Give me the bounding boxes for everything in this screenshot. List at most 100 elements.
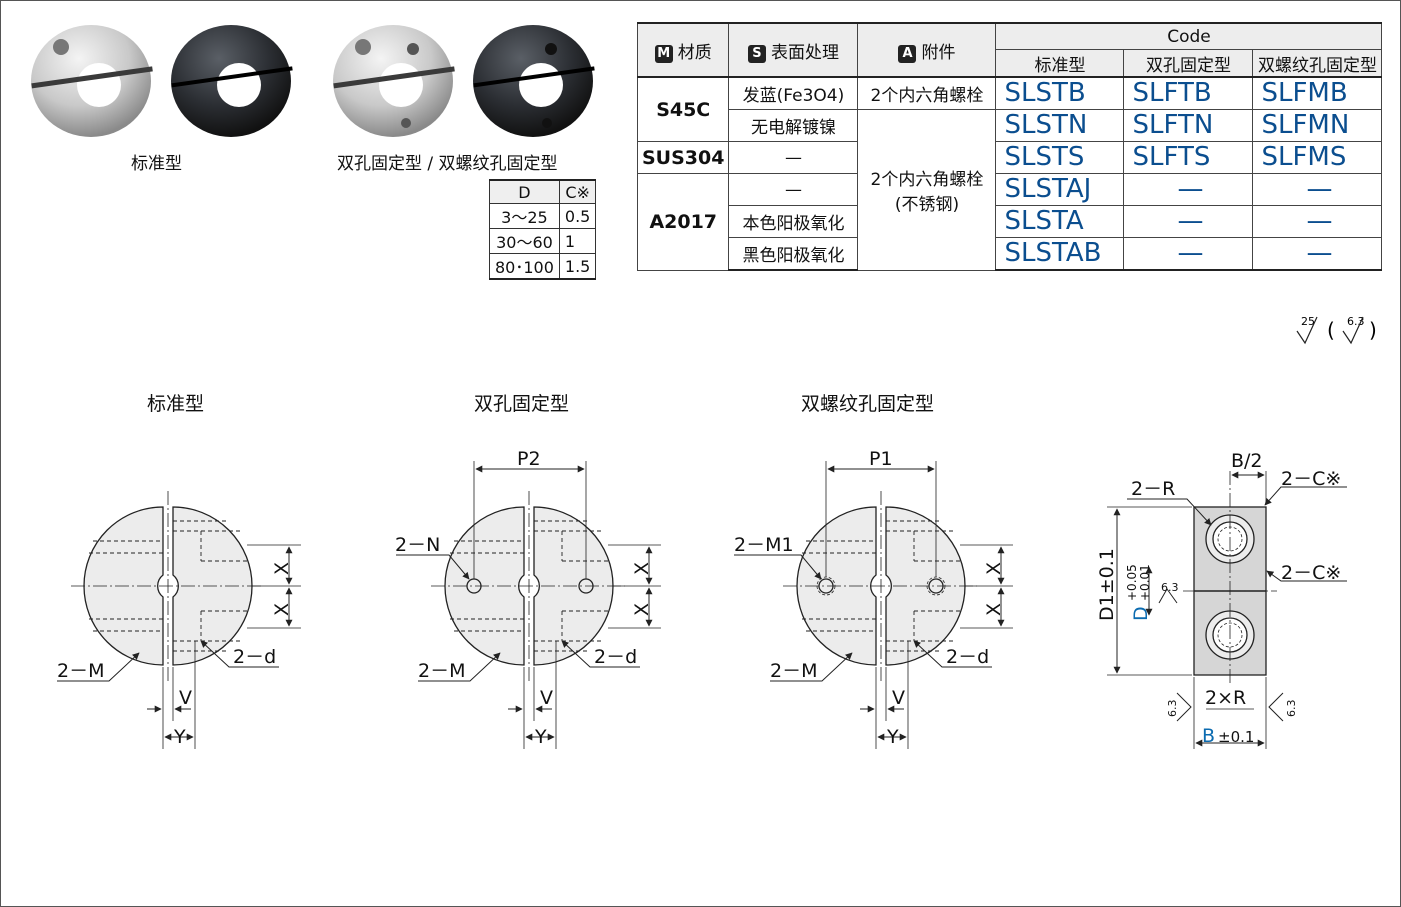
svg-text:X: X bbox=[271, 562, 293, 575]
caption-standard: 标准型 bbox=[131, 154, 182, 174]
chamfer-header-c: C※ bbox=[558, 179, 597, 204]
svg-text:2－d: 2－d bbox=[946, 646, 989, 668]
material-sus304: SUS304 bbox=[636, 141, 730, 174]
code-cell[interactable]: SLSTAJ bbox=[995, 173, 1125, 206]
header-code: Code bbox=[995, 22, 1383, 50]
svg-text:V: V bbox=[540, 687, 553, 709]
svg-text:D1±0.1: D1±0.1 bbox=[1096, 548, 1118, 621]
code-cell[interactable]: SLSTS bbox=[995, 141, 1125, 174]
svg-text:6.3: 6.3 bbox=[1285, 700, 1298, 718]
svg-text:2－d: 2－d bbox=[233, 646, 276, 668]
svg-text:2－R: 2－R bbox=[1131, 478, 1175, 500]
surface-badge-icon: S bbox=[747, 44, 766, 63]
black-collar-photo bbox=[171, 25, 293, 137]
product-photos bbox=[31, 25, 595, 137]
black-collar-holes-photo bbox=[473, 25, 595, 137]
drawing-two-hole bbox=[396, 461, 661, 749]
code-cell: — bbox=[1252, 173, 1383, 206]
roughness-symbol-icon: 25 ( 6.3 ) bbox=[1296, 315, 1377, 345]
surface-cell: 本色阳极氧化 bbox=[728, 205, 859, 238]
code-cell[interactable]: SLFTS bbox=[1123, 141, 1254, 174]
svg-text:2－M: 2－M bbox=[418, 660, 465, 682]
svg-text:P2: P2 bbox=[517, 448, 541, 470]
surface-cell: — bbox=[728, 141, 859, 174]
svg-text:2－d: 2－d bbox=[594, 646, 637, 668]
svg-text:2－N: 2－N bbox=[395, 534, 440, 556]
drawing-side-view bbox=[1107, 471, 1347, 749]
chamfer-header-d: D bbox=[489, 179, 560, 204]
drawing-title-two-thread: 双螺纹孔固定型 bbox=[801, 393, 935, 415]
svg-text:(: ( bbox=[1327, 318, 1335, 342]
chamfer-d: 80･100 bbox=[489, 253, 560, 280]
chamfer-table: D C※ 3～25 0.5 30～60 1 80･100 1.5 bbox=[489, 179, 597, 280]
code-cell[interactable]: SLSTA bbox=[995, 205, 1125, 238]
svg-text:X: X bbox=[983, 603, 1005, 616]
code-cell: — bbox=[1123, 237, 1254, 271]
accessory-badge-icon: A bbox=[898, 44, 917, 63]
svg-text:6.3: 6.3 bbox=[1166, 700, 1179, 718]
code-cell[interactable]: SLFTB bbox=[1123, 76, 1254, 110]
material-s45c: S45C bbox=[636, 76, 730, 142]
code-cell[interactable]: SLSTN bbox=[995, 109, 1125, 142]
svg-text:6.3: 6.3 bbox=[1161, 581, 1179, 594]
silver-collar-photo bbox=[31, 25, 153, 137]
chamfer-c: 1.5 bbox=[558, 253, 597, 280]
svg-text:X: X bbox=[271, 603, 293, 616]
code-cell[interactable]: SLFTN bbox=[1123, 109, 1254, 142]
svg-text:X: X bbox=[631, 603, 653, 616]
surface-cell: — bbox=[728, 173, 859, 206]
chamfer-c: 0.5 bbox=[558, 203, 597, 229]
svg-text:2－M1: 2－M1 bbox=[734, 534, 794, 556]
surface-cell: 无电解镀镍 bbox=[728, 109, 859, 142]
header-code-standard: 标准型 bbox=[995, 49, 1125, 78]
code-cell[interactable]: SLFMB bbox=[1252, 76, 1383, 110]
svg-text:X: X bbox=[983, 562, 1005, 575]
svg-text:V: V bbox=[179, 687, 192, 709]
drawing-two-thread bbox=[734, 461, 1013, 749]
code-cell: — bbox=[1252, 237, 1383, 271]
svg-text:+0.05: +0.05 bbox=[1125, 564, 1139, 601]
code-cell: — bbox=[1123, 173, 1254, 206]
code-cell: — bbox=[1252, 205, 1383, 238]
surface-cell: 黑色阳极氧化 bbox=[728, 237, 859, 271]
svg-text:P1: P1 bbox=[869, 448, 893, 470]
svg-text:): ) bbox=[1369, 318, 1377, 342]
svg-text:X: X bbox=[631, 562, 653, 575]
chamfer-d: 3～25 bbox=[489, 203, 560, 229]
code-cell[interactable]: SLSTAB bbox=[995, 237, 1125, 271]
accessory-cell-stainless: 2个内六角螺栓 (不锈钢) bbox=[857, 109, 997, 271]
svg-text:D: D bbox=[1130, 606, 1152, 621]
accessory-cell: 2个内六角螺栓 bbox=[857, 76, 997, 110]
surface-cell: 发蓝(Fe3O4) bbox=[728, 76, 859, 110]
drawing-standard bbox=[57, 491, 301, 749]
svg-text:6.3: 6.3 bbox=[1347, 315, 1365, 328]
material-badge-icon: M bbox=[654, 44, 673, 63]
chamfer-c: 1 bbox=[558, 228, 597, 254]
material-a2017: A2017 bbox=[636, 173, 730, 271]
svg-text:+0.01: +0.01 bbox=[1138, 564, 1152, 601]
svg-text:Y: Y bbox=[886, 726, 899, 748]
header-code-two-thread: 双螺纹孔固定型 bbox=[1252, 49, 1383, 78]
drawing-title-standard: 标准型 bbox=[147, 393, 205, 415]
svg-text:Y: Y bbox=[173, 726, 186, 748]
svg-text:B: B bbox=[1202, 725, 1215, 747]
header-code-two-hole: 双孔固定型 bbox=[1123, 49, 1254, 78]
svg-text:Y: Y bbox=[534, 726, 547, 748]
svg-text:2－C※: 2－C※ bbox=[1281, 468, 1341, 490]
chamfer-d: 30～60 bbox=[489, 228, 560, 254]
code-cell[interactable]: SLSTB bbox=[995, 76, 1125, 110]
svg-text:25: 25 bbox=[1301, 315, 1315, 328]
svg-text:2－C※: 2－C※ bbox=[1281, 562, 1341, 584]
code-cell[interactable]: SLFMS bbox=[1252, 141, 1383, 174]
code-cell: — bbox=[1123, 205, 1254, 238]
code-cell[interactable]: SLFMN bbox=[1252, 109, 1383, 142]
silver-collar-holes-photo bbox=[333, 25, 455, 137]
svg-text:V: V bbox=[892, 687, 905, 709]
svg-text:±0.1: ±0.1 bbox=[1218, 728, 1254, 746]
drawing-title-two-hole: 双孔固定型 bbox=[474, 393, 570, 415]
